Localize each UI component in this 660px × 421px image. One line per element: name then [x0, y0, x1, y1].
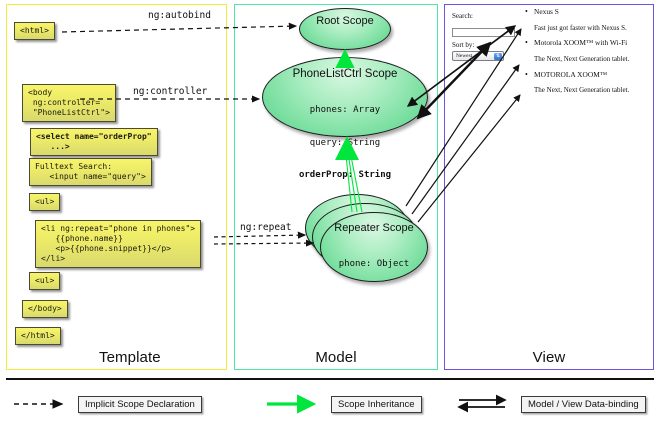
- legend-item-model-view-data-binding: Model / View Data-binding: [455, 394, 646, 414]
- code-box-fulltext: Fulltext Search: <input name="query">: [29, 158, 152, 187]
- search-label: Search:: [452, 12, 473, 20]
- code-box-select: <select name="orderProp" ...>: [30, 128, 158, 157]
- sort-by-select[interactable]: Newest ⇅: [452, 50, 504, 61]
- repeater-scope-node: Repeater Scope phone: Object: [320, 212, 428, 282]
- sort-by-selected-value: Newest: [456, 52, 473, 59]
- scope-property-phones: phones: Array: [309, 105, 381, 116]
- phone-name[interactable]: Nexus S: [524, 7, 650, 17]
- code-box-html-open: <html>: [14, 22, 55, 41]
- code-box-li-repeat: <li ng:repeat="phone in phones"> {{phone…: [35, 220, 202, 269]
- edge-label-ng-controller: ng:controller: [133, 86, 208, 97]
- root-scope-title: Root Scope: [316, 15, 374, 27]
- code-box-html-close: </html>: [15, 327, 61, 346]
- sort-label: Sort by:: [452, 40, 475, 49]
- panel-model: Model: [234, 4, 438, 370]
- code-box-body-close: </body>: [22, 300, 68, 319]
- scope-property-orderprop: orderProp: String: [298, 170, 392, 181]
- phonelistctrl-scope-node: PhoneListCtrl Scope phones: Array query:…: [262, 57, 428, 180]
- list-item[interactable]: Motorola XOOM™ with Wi-Fi The Next, Next…: [524, 38, 650, 64]
- legend-label-model-view-data-binding: Model / View Data-binding: [521, 395, 646, 413]
- phone-name[interactable]: MOTOROLA XOOM™: [524, 70, 650, 80]
- green-arrow-icon: [267, 394, 317, 414]
- phone-name[interactable]: Motorola XOOM™ with Wi-Fi: [524, 38, 650, 48]
- code-box-ul-close: <ul>: [29, 272, 61, 291]
- root-scope-node: Root Scope: [299, 8, 391, 50]
- panel-label-view: View: [532, 349, 566, 366]
- phone-snippet: The Next, Next Generation tablet.: [534, 55, 630, 64]
- list-item[interactable]: MOTOROLA XOOM™ The Next, Next Generation…: [524, 70, 650, 95]
- phone-snippet: The Next, Next Generation tablet.: [534, 86, 630, 95]
- code-box-body-open: <body ng:controller= "PhoneListCtrl">: [22, 84, 116, 123]
- legend-label-implicit-scope-declaration: Implicit Scope Declaration: [78, 395, 202, 413]
- dashed-arrow-icon: [14, 399, 64, 409]
- panel-label-template: Template: [99, 349, 161, 366]
- legend-label-scope-inheritance: Scope Inheritance: [331, 395, 422, 413]
- panel-label-model: Model: [315, 349, 357, 366]
- phone-list: Nexus S Fast just got faster with Nexus …: [524, 7, 650, 102]
- scope-property-query: query: String: [309, 137, 381, 148]
- repeater-scope-properties: phone: Object: [321, 238, 427, 292]
- legend-item-scope-inheritance: Scope Inheritance: [265, 394, 422, 414]
- search-input[interactable]: [452, 28, 515, 38]
- edge-label-ng-autobind: ng:autobind: [148, 10, 211, 21]
- chevron-updown-icon: ⇅: [494, 52, 502, 61]
- legend-divider: [6, 378, 654, 380]
- edge-label-ng-repeat: ng:repeat: [240, 222, 292, 233]
- legend: Implicit Scope Declaration Scope Inherit…: [0, 378, 660, 421]
- list-item[interactable]: Nexus S Fast just got faster with Nexus …: [524, 7, 650, 32]
- legend-item-implicit-scope-declaration: Implicit Scope Declaration: [12, 394, 202, 414]
- phonelistctrl-scope-title: PhoneListCtrl Scope: [292, 68, 398, 80]
- view-form: Search: Sort by: Newest ⇅: [452, 12, 522, 61]
- scope-property-phone: phone: Object: [338, 259, 410, 270]
- phone-snippet: Fast just got faster with Nexus S.: [534, 23, 627, 32]
- repeater-scope-title: Repeater Scope: [334, 222, 414, 234]
- phonelistctrl-scope-properties: phones: Array query: String orderProp: S…: [263, 84, 427, 203]
- code-box-ul-open: <ul>: [29, 193, 61, 212]
- double-arrow-icon: [457, 394, 507, 413]
